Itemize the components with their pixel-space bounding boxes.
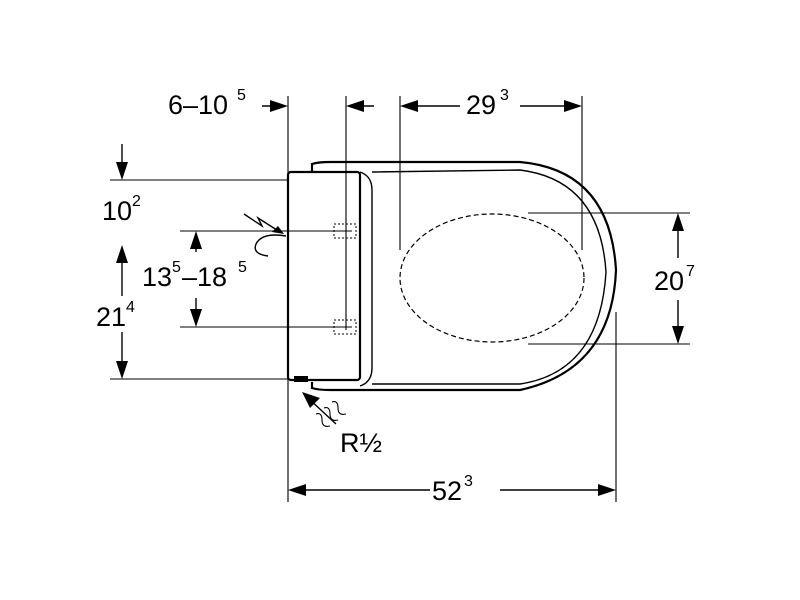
- dim-width-sup: 7: [686, 263, 695, 280]
- dim-wall-offset-sup: 5: [237, 87, 246, 104]
- seat-edge: [359, 171, 373, 387]
- bowl-opening: [399, 213, 585, 343]
- toilet-bowl-outline: [310, 160, 618, 392]
- dim-seat-depth-label: 29: [466, 90, 496, 120]
- dim-bottom-height-sup: 4: [126, 299, 135, 316]
- arrow-down: [672, 326, 684, 344]
- dim-top-offset-label: 10: [102, 196, 132, 226]
- electric-connection-icon: [243, 213, 287, 257]
- arrow-right: [564, 100, 582, 112]
- arrow-down: [116, 162, 128, 180]
- seat-rim: [371, 169, 607, 385]
- arrow-right: [598, 484, 616, 496]
- arrow-down: [190, 309, 202, 327]
- dim-electric-range-sup-b: 5: [238, 259, 247, 276]
- arrow-left: [400, 100, 418, 112]
- dim-wall-offset-label: 6–10: [168, 90, 228, 120]
- dim-total-depth-label: 52: [432, 476, 462, 506]
- arrow-left: [346, 100, 364, 112]
- dim-electric-range-sup-a: 5: [172, 259, 181, 276]
- water-connection-label: R½: [340, 428, 382, 458]
- arrow-up: [116, 245, 128, 263]
- dim-total-depth-sup: 3: [464, 473, 473, 490]
- dim-electric-range-label-a: 13: [142, 262, 172, 292]
- dim-seat-depth-sup: 3: [500, 87, 509, 104]
- water-connection-icon: [302, 392, 347, 427]
- arrow-left: [288, 484, 306, 496]
- dim-width-label: 20: [654, 266, 684, 296]
- dim-bottom-height-label: 21: [96, 302, 126, 332]
- bottom-connector: [294, 376, 308, 382]
- arrow-up: [672, 213, 684, 231]
- dim-top-offset-sup: 2: [132, 193, 141, 210]
- cistern-block: [286, 170, 362, 382]
- arrow-down: [116, 361, 128, 379]
- dim-electric-range-label-b: –18: [182, 262, 227, 292]
- arrow-up: [190, 231, 202, 249]
- arrow-right: [270, 100, 288, 112]
